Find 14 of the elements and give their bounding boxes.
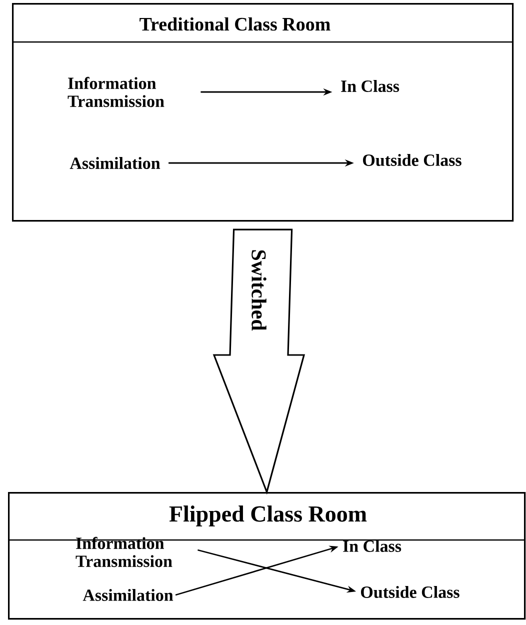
- label-text: Information Transmission: [76, 536, 172, 568]
- label-text: Assimilation: [70, 157, 160, 169]
- label-text: In Class: [343, 540, 402, 552]
- heading: Flipped Class Room: [169, 506, 367, 526]
- edge-label: Switched: [252, 250, 266, 331]
- panel-box: [12, 3, 514, 222]
- heading: Treditional Class Room: [140, 17, 330, 31]
- label-text: Assimilation: [82, 589, 174, 601]
- block-arrow: [212, 228, 306, 495]
- label-text: Outside Class: [363, 154, 462, 166]
- label-text: Outside Class: [361, 586, 460, 598]
- label-text: Information Transmission: [68, 76, 164, 108]
- label-text: In Class: [341, 80, 400, 92]
- panel-box: [8, 492, 526, 620]
